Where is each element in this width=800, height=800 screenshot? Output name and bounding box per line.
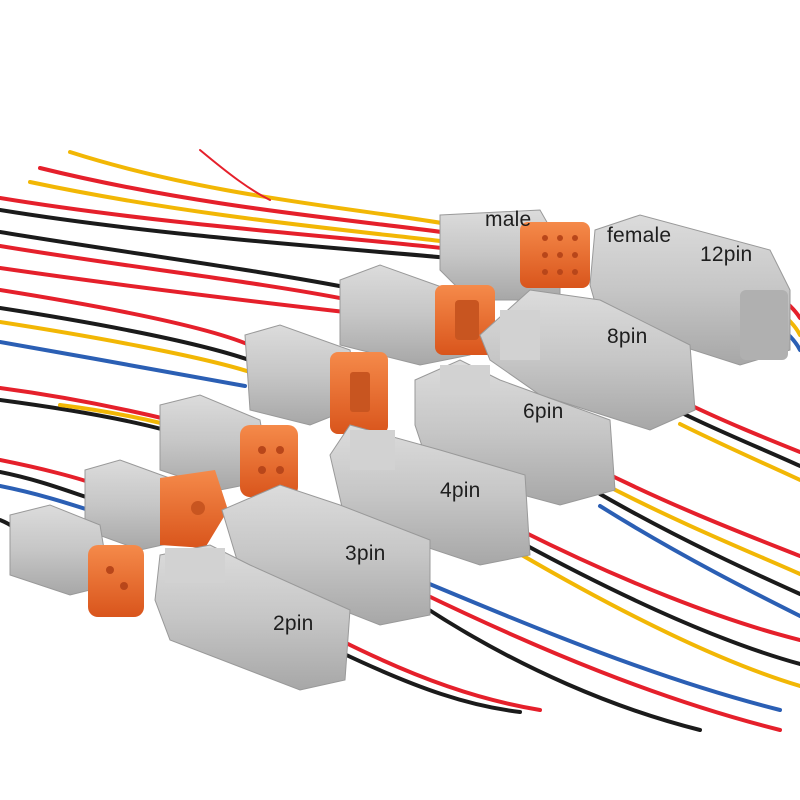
label-8pin: 8pin <box>607 325 648 348</box>
connector-8pin-male <box>339 264 495 366</box>
label-female: female <box>607 224 672 247</box>
label-2pin: 2pin <box>273 612 314 635</box>
label-3pin: 3pin <box>345 542 386 565</box>
connector-12pin-male <box>439 209 590 301</box>
connector-2pin-female <box>154 544 351 691</box>
connector-2pin-male <box>9 504 144 617</box>
wire-bundle-right <box>338 288 800 732</box>
connector-3pin-male <box>84 459 228 551</box>
label-male: male <box>485 208 532 231</box>
label-6pin: 6pin <box>523 400 564 423</box>
label-12pin: 12pin <box>700 243 753 266</box>
connector-4pin-male <box>159 394 298 497</box>
label-4pin: 4pin <box>440 479 481 502</box>
wire-bundle-left <box>0 149 472 538</box>
connector-6pin-male <box>244 324 388 434</box>
connector-8pin-female <box>479 289 696 431</box>
